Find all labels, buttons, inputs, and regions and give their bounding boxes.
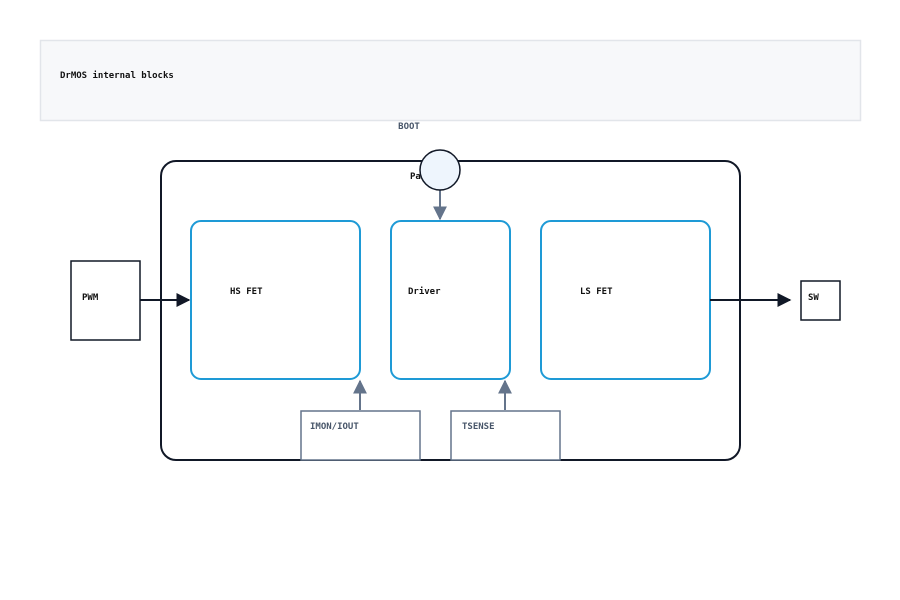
hs-fet-label: HS FET <box>230 287 263 297</box>
diagram-title: DrMOS internal blocks <box>60 70 174 81</box>
header-panel: DrMOS internal blocks <box>39 39 862 122</box>
imon-iout-box: IMON/IOUT <box>300 410 421 461</box>
sw-label: SW <box>808 293 819 303</box>
tsense-label: TSENSE <box>462 422 495 432</box>
sw-output: SW <box>800 280 841 321</box>
hs-fet-block: HS FET <box>190 220 361 380</box>
package-label: Pa <box>410 172 421 182</box>
boot-node <box>419 149 461 191</box>
ls-fet-label: LS FET <box>580 287 613 297</box>
pwm-input: PWM <box>70 260 141 341</box>
driver-label: Driver <box>408 286 441 297</box>
ls-fet-block: LS FET <box>540 220 711 380</box>
driver-block: Driver <box>390 220 511 380</box>
imon-iout-label: IMON/IOUT <box>310 422 359 432</box>
boot-label: BOOT <box>398 122 420 132</box>
pwm-label: PWM <box>82 293 99 303</box>
tsense-box: TSENSE <box>450 410 561 461</box>
